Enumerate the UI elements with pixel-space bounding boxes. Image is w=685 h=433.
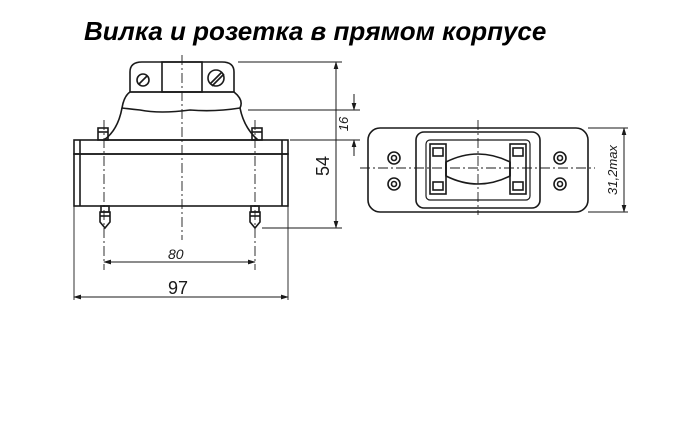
dim-text-80: 80	[168, 246, 184, 262]
dimension-lines	[73, 61, 627, 300]
dim-text-54: 54	[313, 156, 333, 176]
housing-body	[73, 139, 289, 207]
dim-text-16: 16	[336, 116, 351, 131]
plan-screw-3	[553, 151, 567, 165]
plan-screw-4	[553, 177, 567, 191]
cable-body	[121, 91, 242, 113]
drawing-title: Вилка и розетка в прямом корпусе	[84, 16, 547, 46]
housing-neck	[101, 107, 261, 141]
plan-screw-1	[387, 151, 401, 165]
centerlines	[103, 55, 595, 270]
plan-view	[367, 127, 589, 213]
extension-lines	[73, 61, 628, 300]
front-view	[73, 61, 289, 230]
plan-outline	[367, 127, 589, 213]
plan-clamp-right	[509, 143, 527, 195]
plan-inner-frame	[415, 131, 541, 209]
plan-screw-2	[387, 177, 401, 191]
top-screw-right	[251, 127, 263, 141]
pin-left	[99, 205, 111, 230]
top-screw-left	[97, 127, 109, 141]
dim-text-31-2: 31,2max	[605, 145, 620, 195]
plan-clamp-left	[429, 143, 447, 195]
dim-text-97: 97	[168, 278, 188, 298]
